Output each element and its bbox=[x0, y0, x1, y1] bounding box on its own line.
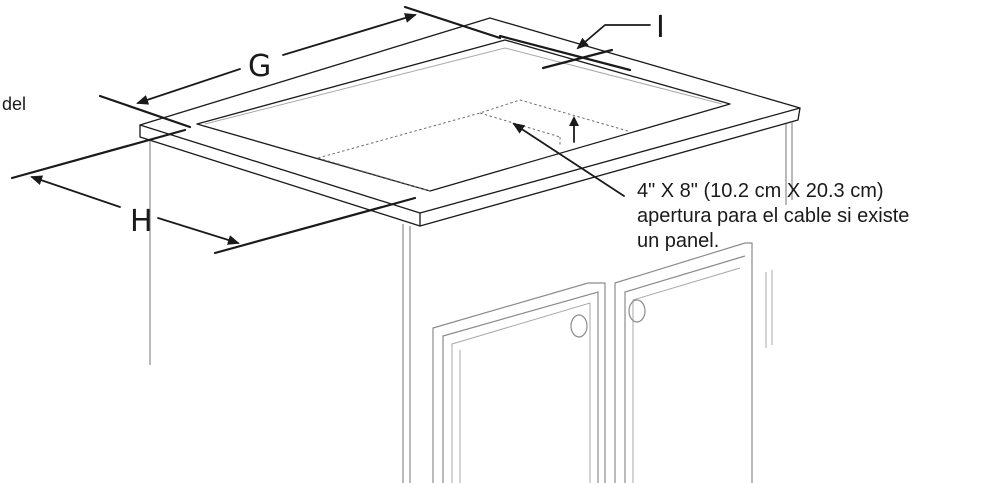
dim-g-label: G bbox=[248, 49, 271, 84]
door-knob-right bbox=[628, 299, 646, 323]
note-line-1: 4" X 8" (10.2 cm X 20.3 cm) bbox=[637, 180, 884, 202]
up-arrow-icon bbox=[569, 116, 579, 143]
note-line-2: apertura para el cable si existe bbox=[637, 205, 909, 227]
dimension-g: G bbox=[98, 5, 502, 129]
cutout-opening bbox=[196, 39, 731, 192]
door-knob-left bbox=[570, 314, 588, 338]
cable-opening-outline bbox=[317, 99, 629, 192]
cable-opening-note: 4" X 8" (10.2 cm X 20.3 cm) apertura par… bbox=[637, 180, 909, 252]
cabinet-door-left bbox=[432, 282, 606, 483]
cabinet-door-right bbox=[614, 242, 753, 483]
dimension-i: I bbox=[498, 10, 665, 72]
countertop bbox=[139, 17, 801, 227]
dimension-h: H bbox=[10, 128, 417, 255]
cabinet bbox=[149, 122, 793, 483]
left-fragment-text: del bbox=[2, 94, 26, 114]
dim-i-label: I bbox=[656, 10, 665, 45]
callout-arrow bbox=[512, 122, 625, 197]
dim-h-label: H bbox=[130, 204, 153, 239]
note-line-3: un panel. bbox=[637, 230, 719, 252]
